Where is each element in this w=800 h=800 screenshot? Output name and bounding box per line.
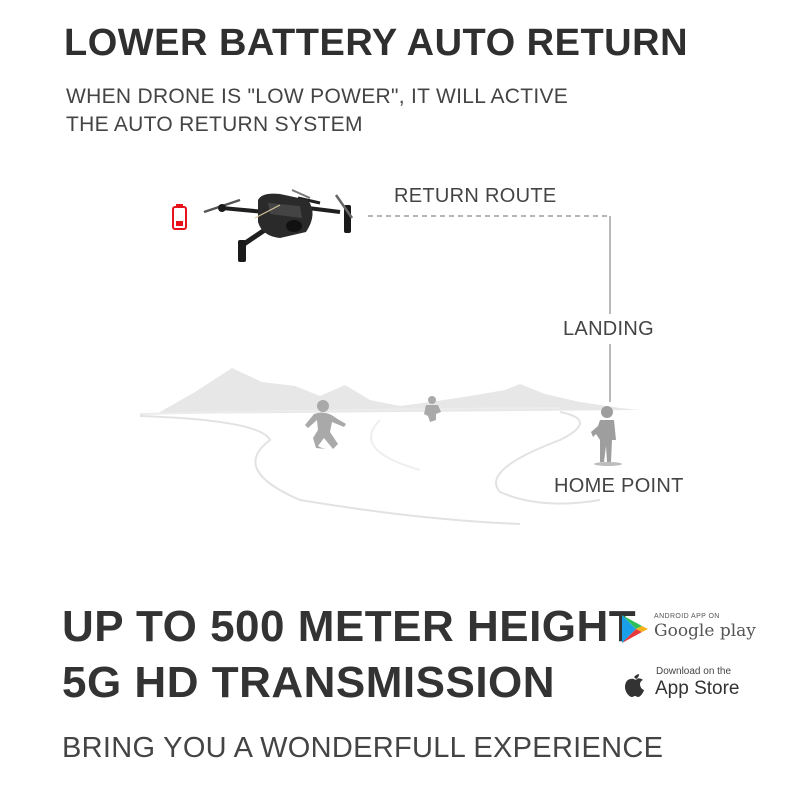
mountains (160, 368, 640, 414)
slope-left (139, 415, 521, 525)
landing-label: LANDING (563, 318, 655, 340)
description-line-1: WHEN DRONE IS "LOW POWER", IT WILL ACTIV… (66, 85, 569, 108)
feature-transmission: 5G HD TRANSMISSION (62, 658, 556, 707)
google-play-badge[interactable]: ANDROID APP ON Google play (618, 610, 768, 650)
home-point-person-icon (591, 406, 622, 466)
low-battery-icon (172, 204, 187, 230)
drone-icon (203, 189, 354, 262)
slope-right (495, 411, 601, 505)
home-point-label: HOME POINT (554, 475, 684, 497)
google-play-small-text: ANDROID APP ON (654, 613, 720, 620)
app-store-badge[interactable]: Download on the App Store (618, 664, 768, 706)
app-store-name: App Store (655, 678, 740, 699)
google-play-name: Google play (654, 621, 756, 641)
app-store-small-text: Download on the (656, 666, 732, 677)
description-line-2: THE AUTO RETURN SYSTEM (66, 113, 363, 136)
feature-height: UP TO 500 METER HEIGHT (62, 602, 637, 651)
return-route-label: RETURN ROUTE (394, 185, 557, 207)
skier-figure-small (424, 396, 441, 422)
skier-figure-left (305, 400, 346, 449)
google-play-icon (622, 615, 648, 643)
page-title: LOWER BATTERY AUTO RETURN (64, 22, 689, 64)
tagline: BRING YOU A WONDERFULL EXPERIENCE (62, 732, 664, 764)
apple-icon (625, 674, 644, 697)
